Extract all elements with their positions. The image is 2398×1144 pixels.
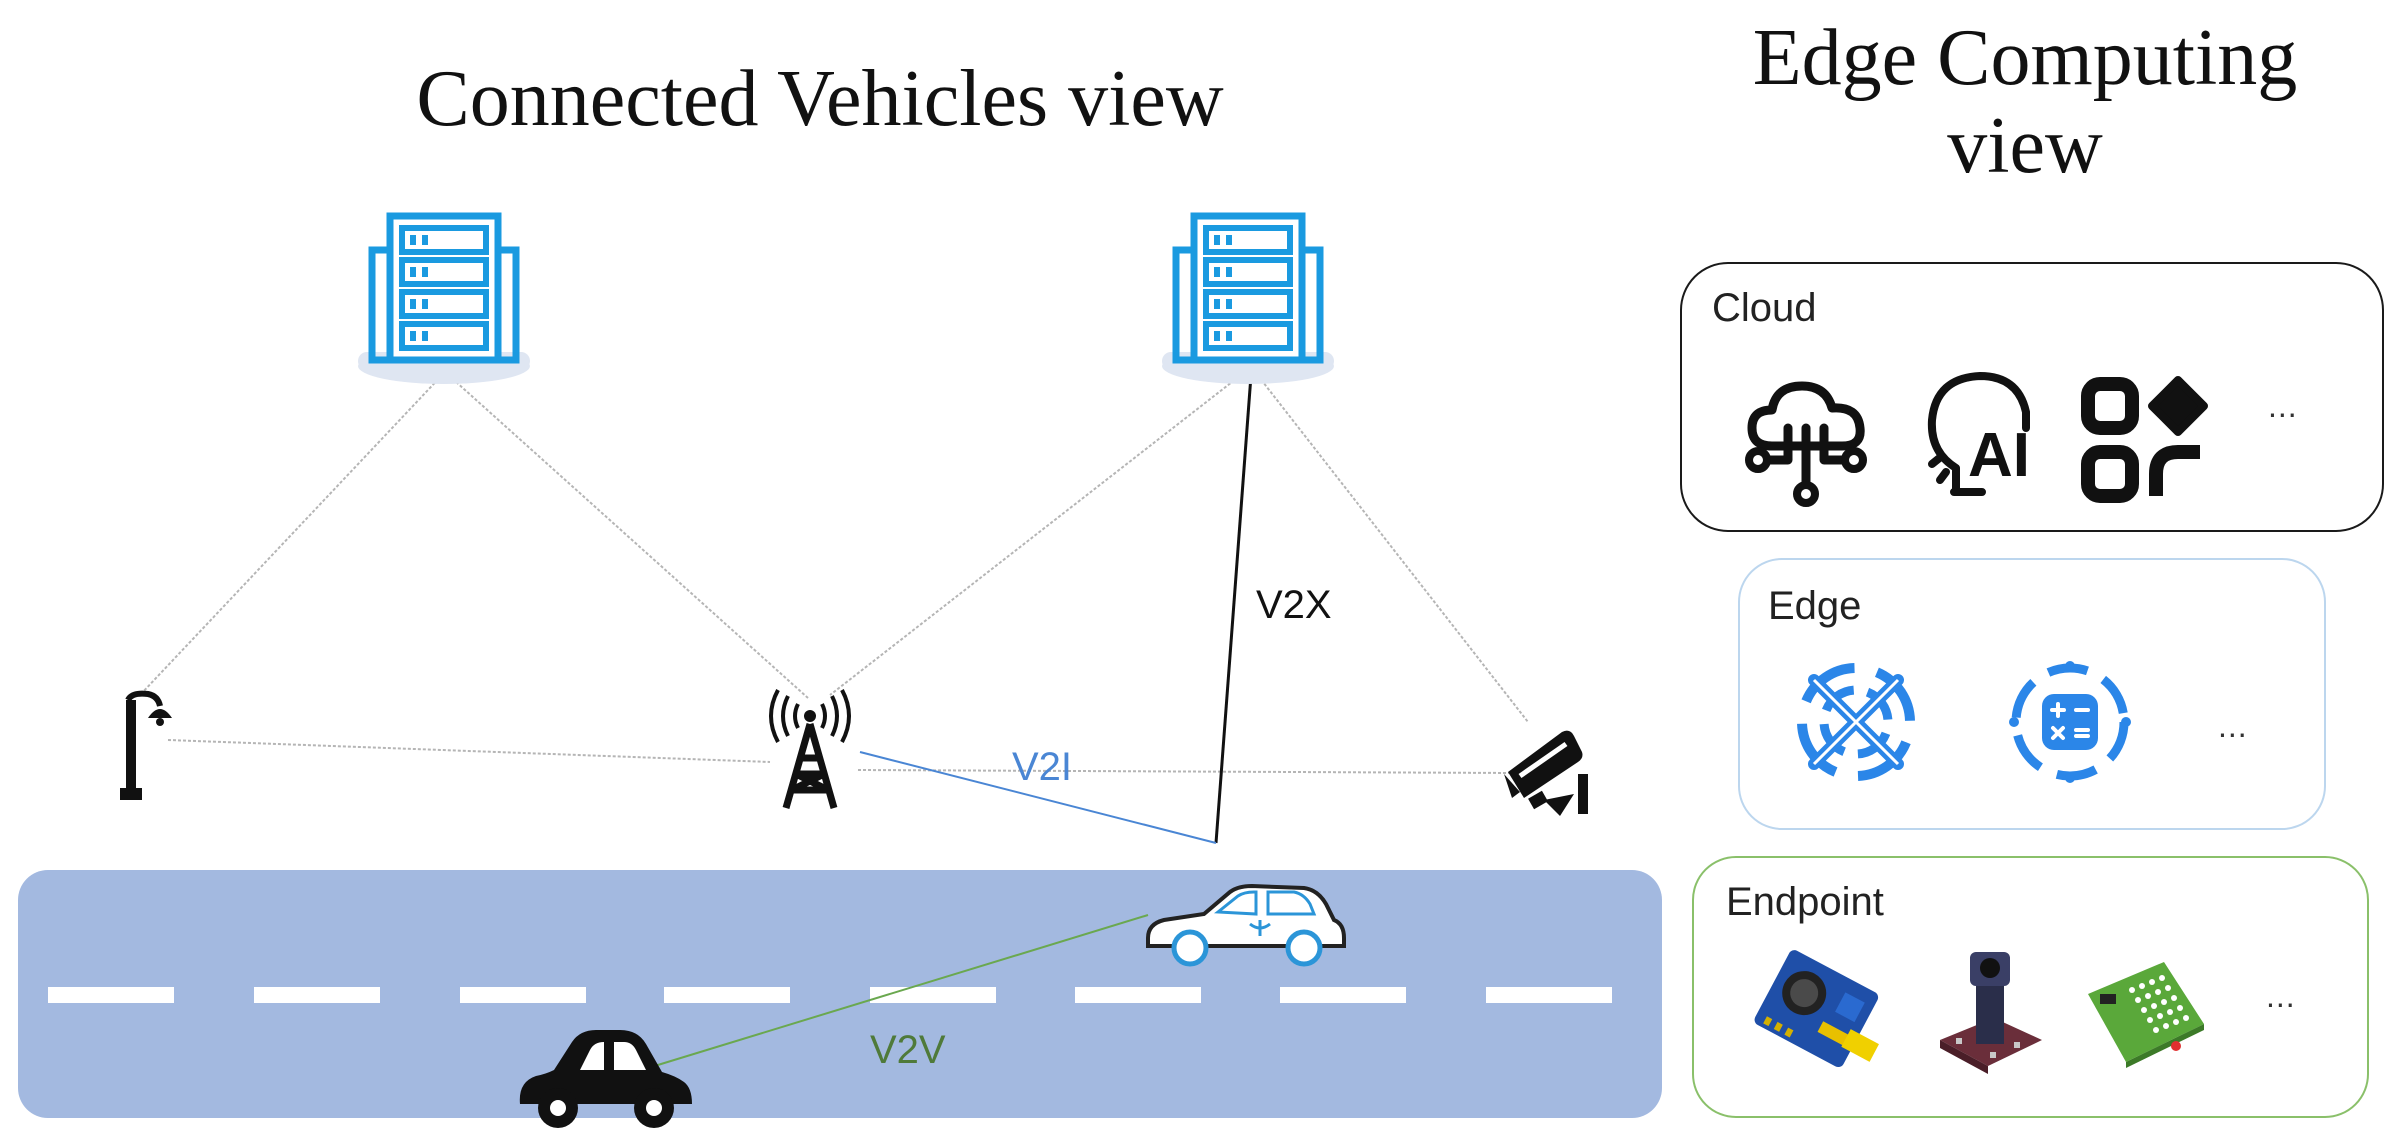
sound-sensor-module-icon (1754, 950, 1879, 1068)
server-icon (1162, 212, 1334, 384)
edge-computing-title: Edge Computing view (1752, 14, 2298, 190)
apps-grid-icon (2081, 376, 2208, 503)
led-matrix-board-icon (2088, 962, 2204, 1068)
backhaul-links (139, 367, 1529, 774)
cloud-more-ellipsis: ... (2268, 388, 2298, 424)
calculator-chip-icon (2009, 661, 2131, 783)
edge-more-ellipsis: ... (2218, 708, 2248, 744)
v2i-label: V2I (1012, 745, 1072, 789)
svg-text:AI: AI (1968, 421, 2030, 490)
cell-tower-icon (769, 689, 851, 809)
ai-head-icon: AI (1927, 372, 2030, 496)
v2v-link (647, 914, 1149, 1069)
cloud-network-icon (1745, 381, 1867, 507)
edge-node-icon (1797, 663, 1915, 781)
edge-tier-panel: Edge ... (1738, 558, 2326, 830)
cloud-tier-panel: Cloud AI ... (1680, 262, 2384, 532)
v2x-link (1214, 361, 1254, 844)
lane-markings (48, 987, 1612, 1003)
camera-module-icon (1940, 952, 2042, 1074)
endpoint-tier-label: Endpoint (1726, 880, 1884, 924)
server-icon (358, 212, 530, 384)
v2i-link (859, 751, 1217, 844)
connected-vehicles-scene: V2X V2I V2V (18, 212, 1662, 1128)
connected-vehicles-title: Connected Vehicles view (416, 55, 1224, 143)
car-icon (1146, 883, 1346, 967)
v2v-label: V2V (870, 1028, 946, 1072)
street-lamp-icon (120, 690, 172, 800)
cloud-tier-label: Cloud (1712, 286, 1817, 330)
endpoint-tier-panel: Endpoint (1692, 856, 2369, 1118)
edge-tier-label: Edge (1768, 584, 1862, 628)
car-icon (519, 1030, 692, 1128)
surveillance-camera-icon (1504, 730, 1588, 816)
endpoint-more-ellipsis: ... (2266, 978, 2296, 1014)
v2x-label: V2X (1256, 583, 1332, 627)
